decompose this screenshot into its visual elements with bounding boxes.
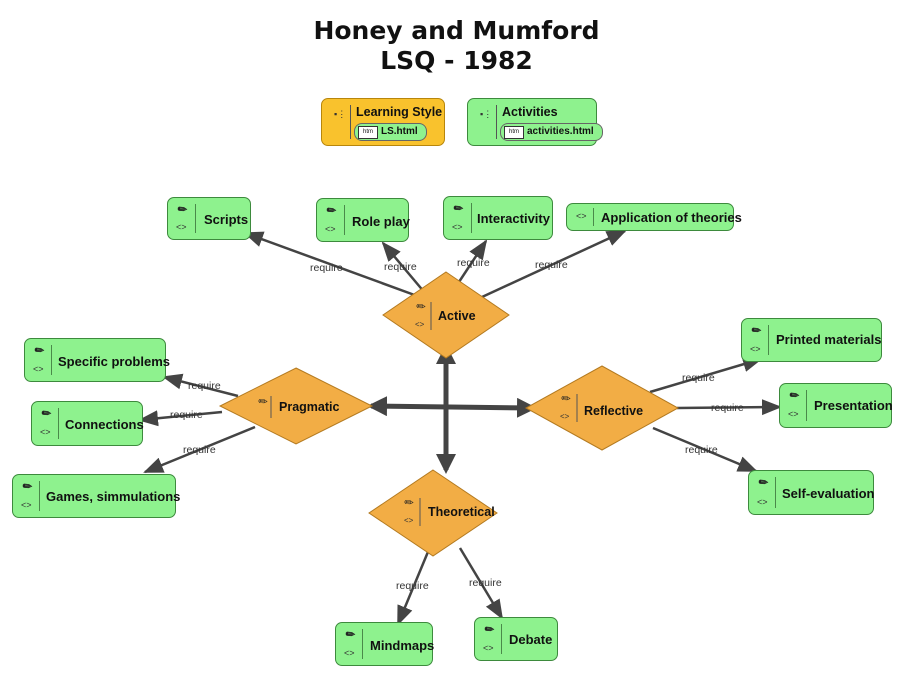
edge-theoretical-debate: [458, 547, 504, 620]
edge-label: require: [183, 444, 216, 456]
pen-icon: ✎: [482, 622, 498, 638]
edge-theoretical-mindmaps: [396, 546, 432, 626]
edge-reflective-presentation: [676, 399, 782, 416]
code-icon: <>: [415, 320, 425, 329]
pen-icon: ✎: [451, 201, 467, 217]
style-label: Pragmatic: [279, 400, 339, 414]
activity-debate[interactable]: ✎ <> Debate: [474, 617, 558, 661]
edge-active-roleplay: [381, 241, 426, 294]
activity-connections[interactable]: ✎ <> Connections: [31, 401, 144, 446]
activity-interactivity[interactable]: ✎ <> Interactivity: [443, 196, 553, 240]
pen-icon: ✎: [32, 343, 48, 359]
htm-file-icon: htm: [504, 126, 524, 139]
code-icon: <>: [757, 497, 768, 507]
activity-presentation[interactable]: ✎ <> Presentation: [779, 383, 893, 428]
activity-label: Printed materials: [776, 332, 882, 347]
activity-label: Application of theories: [601, 210, 742, 225]
edge-label: require: [457, 257, 490, 269]
activity-label: Scripts: [204, 212, 249, 227]
code-icon: <>: [21, 500, 32, 510]
legend-title: Learning Style: [356, 105, 443, 119]
edge-active-application: [481, 229, 627, 299]
code-icon: <>: [176, 222, 187, 232]
activity-label: Debate: [509, 632, 553, 647]
activity-label: Connections: [65, 417, 144, 432]
activity-label: Games, simmulations: [46, 489, 181, 504]
pen-icon: ✎: [343, 627, 359, 643]
edge-pragmatic-connections: [138, 410, 223, 427]
style-label: Theoretical: [428, 505, 495, 519]
edge-label: require: [682, 372, 715, 384]
diagram-title-line1: Honey and Mumford: [313, 16, 600, 45]
edge-label: require: [384, 261, 417, 273]
code-icon: <>: [483, 643, 494, 653]
activity-games-simulations[interactable]: ✎ <> Games, simmulations: [12, 474, 180, 518]
pen-icon: ✎: [756, 475, 772, 491]
htm-file-icon: htm: [358, 126, 378, 139]
activity-role-play[interactable]: ✎ <> Role play: [316, 198, 410, 242]
edge-label: require: [310, 262, 343, 274]
activity-printed-materials[interactable]: ✎ <> Printed materials: [741, 318, 882, 362]
pen-icon: ✎: [324, 203, 340, 219]
code-icon: <>: [404, 516, 414, 525]
code-icon: <>: [788, 409, 799, 419]
activity-application-of-theories[interactable]: <> Application of theories: [566, 203, 742, 231]
edge-reflective-selfeval: [652, 426, 758, 473]
edge-pragmatic-games: [143, 425, 256, 474]
edge-label: require: [535, 259, 568, 271]
edge-cross-horizontal: [367, 396, 537, 418]
code-icon: <>: [560, 412, 570, 421]
code-icon: <>: [452, 222, 463, 232]
edge-reflective-printed: [649, 356, 763, 394]
activity-mindmaps[interactable]: ✎ <> Mindmaps: [335, 622, 435, 666]
pen-icon: ✎: [39, 406, 55, 422]
style-theoretical[interactable]: ✎ <> Theoretical: [368, 469, 498, 557]
style-label: Active: [438, 309, 476, 323]
activity-label: Specific problems: [58, 354, 170, 369]
code-icon: <>: [33, 364, 44, 374]
style-reflective[interactable]: ✎ <> Reflective: [524, 365, 680, 451]
activity-label: Interactivity: [477, 211, 550, 226]
edge-label: require: [170, 409, 203, 421]
code-icon: <>: [750, 344, 761, 354]
code-icon: <>: [576, 211, 587, 221]
activity-scripts[interactable]: ✎ <> Scripts: [167, 197, 251, 240]
edge-label: require: [711, 402, 744, 414]
pen-icon: ✎: [749, 323, 765, 339]
pen-icon: ✎: [787, 388, 803, 404]
activity-self-evaluation[interactable]: ✎ <> Self-evaluation: [748, 470, 874, 515]
edge-active-scripts: [243, 231, 421, 299]
edge-pragmatic-specific: [162, 373, 239, 398]
edge-label: require: [469, 577, 502, 589]
edge-label: require: [188, 380, 221, 392]
style-active[interactable]: ✎ <> Active: [382, 271, 510, 359]
list-icon: ▪⋮: [334, 109, 347, 119]
style-label: Reflective: [584, 404, 643, 418]
edge-label: require: [396, 580, 429, 592]
code-icon: <>: [40, 427, 51, 437]
activity-label: Role play: [352, 214, 410, 229]
edge-label: require: [685, 444, 718, 456]
activity-label: Presentation: [814, 398, 893, 413]
legend-title: Activities: [502, 105, 558, 119]
code-icon: <>: [325, 224, 336, 234]
style-pragmatic[interactable]: ✎ Pragmatic: [218, 367, 374, 445]
activity-specific-problems[interactable]: ✎ <> Specific problems: [24, 338, 170, 382]
activity-label: Self-evaluation: [782, 486, 875, 501]
list-icon: ▪⋮: [480, 109, 493, 119]
pen-icon: ✎: [20, 479, 36, 495]
diagram-title-line2: LSQ - 1982: [380, 46, 533, 75]
activity-label: Mindmaps: [370, 638, 435, 653]
code-icon: <>: [344, 648, 355, 658]
pen-icon: ✎: [175, 202, 191, 218]
edge-active-interactivity: [453, 239, 488, 289]
